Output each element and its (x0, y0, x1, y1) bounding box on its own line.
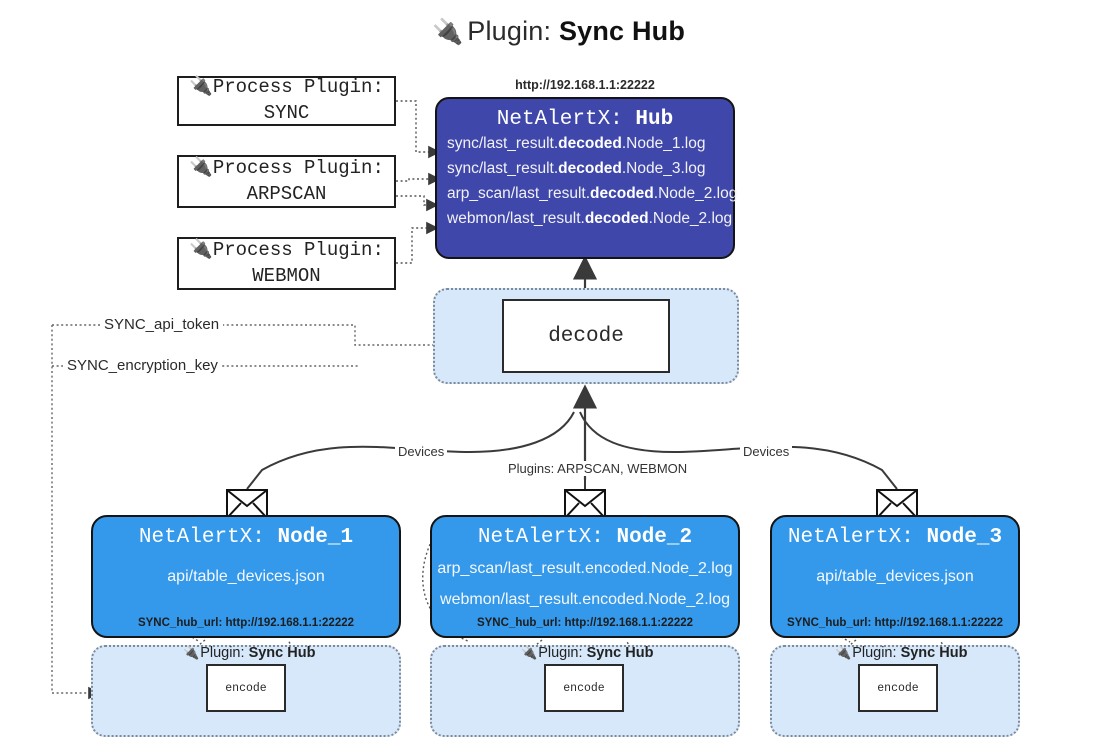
node-box-node-1[interactable]: NetAlertX: Node_1 api/table_devices.json… (91, 515, 401, 638)
electric-plug-icon: 🔌 (183, 645, 200, 660)
sync-encryption-key-label: SYNC_encryption_key (63, 357, 222, 374)
node-box-node-3[interactable]: NetAlertX: Node_3 api/table_devices.json… (770, 515, 1020, 638)
edge-label-devices-right: Devices (740, 444, 793, 459)
envelope-icon (876, 489, 918, 519)
electric-plug-icon: 🔌 (431, 18, 464, 46)
node-hub-url: SYNC_hub_url: http://192.168.1.1:22222 (476, 617, 694, 629)
electric-plug-icon: 🔌 (189, 76, 213, 99)
hub-url-label: http://192.168.1.1:22222 (515, 78, 655, 92)
node-artifact-line: api/table_devices.json (816, 568, 974, 585)
hub-title: NetAlertX: Hub (496, 108, 674, 131)
edge-label-plugins-center: Plugins: ARPSCAN, WEBMON (505, 461, 691, 476)
decode-box[interactable]: decode (502, 299, 670, 373)
electric-plug-icon: 🔌 (521, 645, 538, 660)
process-plugin-name: ARPSCAN (246, 182, 327, 205)
process-plugin-header: 🔌Process Plugin: (189, 76, 384, 99)
encode-plugin-label-node-1: 🔌Plugin: Sync Hub (183, 645, 316, 661)
page-title: 🔌Plugin: Sync Hub (0, 16, 1117, 47)
node-title: NetAlertX: Node_2 (477, 526, 693, 549)
process-plugin-box-sync[interactable]: 🔌Process Plugin: SYNC (177, 76, 396, 126)
node-artifact-line: arp_scan/last_result.encoded.Node_2.log (437, 560, 733, 577)
encode-box-node-1[interactable]: encode (206, 664, 286, 712)
process-plugin-box-arpscan[interactable]: 🔌Process Plugin: ARPSCAN (177, 155, 396, 208)
electric-plug-icon: 🔌 (835, 645, 852, 660)
process-plugin-name: WEBMON (252, 264, 321, 287)
page-title-name: Sync Hub (558, 16, 686, 46)
encode-box-node-2[interactable]: encode (544, 664, 624, 712)
process-plugin-header: 🔌Process Plugin: (189, 156, 384, 179)
node-title: NetAlertX: Node_3 (787, 526, 1003, 549)
node-hub-url: SYNC_hub_url: http://192.168.1.1:22222 (786, 617, 1004, 629)
hub-node[interactable]: NetAlertX: Hub sync/last_result.decoded.… (435, 97, 738, 259)
edge-label-devices-left: Devices (395, 444, 448, 459)
node-hub-url: SYNC_hub_url: http://192.168.1.1:22222 (137, 617, 355, 629)
hub-log-row: sync/last_result.decoded.Node_3.log (447, 160, 706, 177)
node-box-node-2[interactable]: NetAlertX: Node_2 arp_scan/last_result.e… (430, 515, 740, 638)
page-title-prefix: Plugin: (467, 16, 552, 46)
process-plugin-box-webmon[interactable]: 🔌Process Plugin: WEBMON (177, 237, 396, 290)
electric-plug-icon: 🔌 (189, 156, 213, 179)
node-title: NetAlertX: Node_1 (138, 526, 354, 549)
node-artifact-line: api/table_devices.json (167, 568, 325, 585)
hub-log-row: arp_scan/last_result.decoded.Node_2.log (447, 185, 738, 202)
encode-plugin-label-node-2: 🔌Plugin: Sync Hub (521, 645, 654, 661)
sync-api-token-label: SYNC_api_token (100, 316, 224, 333)
process-plugin-name: SYNC (263, 102, 310, 124)
electric-plug-icon: 🔌 (189, 238, 213, 261)
hub-log-row: sync/last_result.decoded.Node_1.log (447, 135, 706, 152)
encode-box-node-3[interactable]: encode (858, 664, 938, 712)
node-artifact-line: webmon/last_result.encoded.Node_2.log (440, 591, 730, 608)
hub-log-row: webmon/last_result.decoded.Node_2.log (447, 210, 733, 227)
encode-plugin-label-node-3: 🔌Plugin: Sync Hub (835, 645, 968, 661)
process-plugin-header: 🔌Process Plugin: (189, 238, 384, 261)
